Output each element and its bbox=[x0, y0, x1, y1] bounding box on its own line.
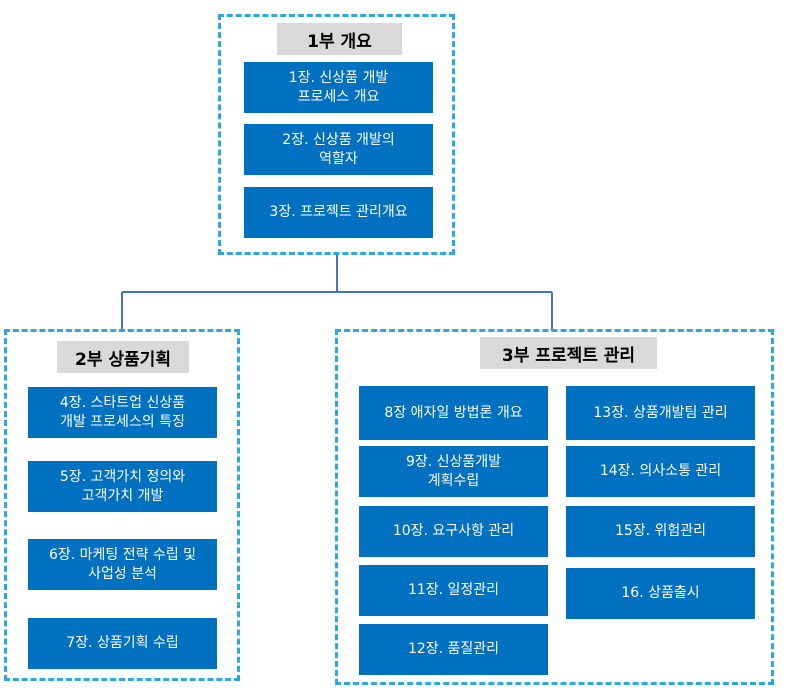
part1-title: 1부 개요 bbox=[277, 23, 402, 55]
chapter-7-box: 7장. 상품기획 수립 bbox=[28, 618, 217, 669]
chapter-16-box: 16. 상품출시 bbox=[566, 568, 755, 619]
chapter-1-box: 1장. 신상품 개발 프로세스 개요 bbox=[244, 62, 433, 113]
chapter-13-box: 13장. 상품개발팀 관리 bbox=[566, 386, 755, 440]
part3-group bbox=[335, 329, 774, 685]
chapter-8-box: 8장 애자일 방법론 개요 bbox=[359, 386, 548, 440]
part1-group bbox=[218, 14, 455, 255]
chapter-11-box: 11장. 일정관리 bbox=[359, 565, 548, 616]
chapter-12-box: 12장. 품질관리 bbox=[359, 624, 548, 675]
chapter-3-box: 3장. 프로젝트 관리개요 bbox=[244, 187, 433, 238]
chapter-9-box: 9장. 신상품개발 계획수립 bbox=[359, 446, 548, 497]
chapter-14-box: 14장. 의사소통 관리 bbox=[566, 446, 755, 497]
part2-title: 2부 상품기획 bbox=[57, 341, 189, 373]
chapter-2-box: 2장. 신상품 개발의 역할자 bbox=[244, 124, 433, 175]
chapter-6-box: 6장. 마케팅 전략 수립 및 사업성 분석 bbox=[28, 539, 217, 590]
chapter-10-box: 10장. 요구사항 관리 bbox=[359, 506, 548, 557]
chapter-4-box: 4장. 스타트업 신상품 개발 프로세스의 특징 bbox=[28, 387, 217, 438]
chapter-5-box: 5장. 고객가치 정의와 고객가치 개발 bbox=[28, 461, 217, 512]
chapter-15-box: 15장. 위험관리 bbox=[566, 506, 755, 557]
part3-title: 3부 프로젝트 관리 bbox=[480, 337, 657, 369]
part2-group bbox=[4, 329, 240, 681]
